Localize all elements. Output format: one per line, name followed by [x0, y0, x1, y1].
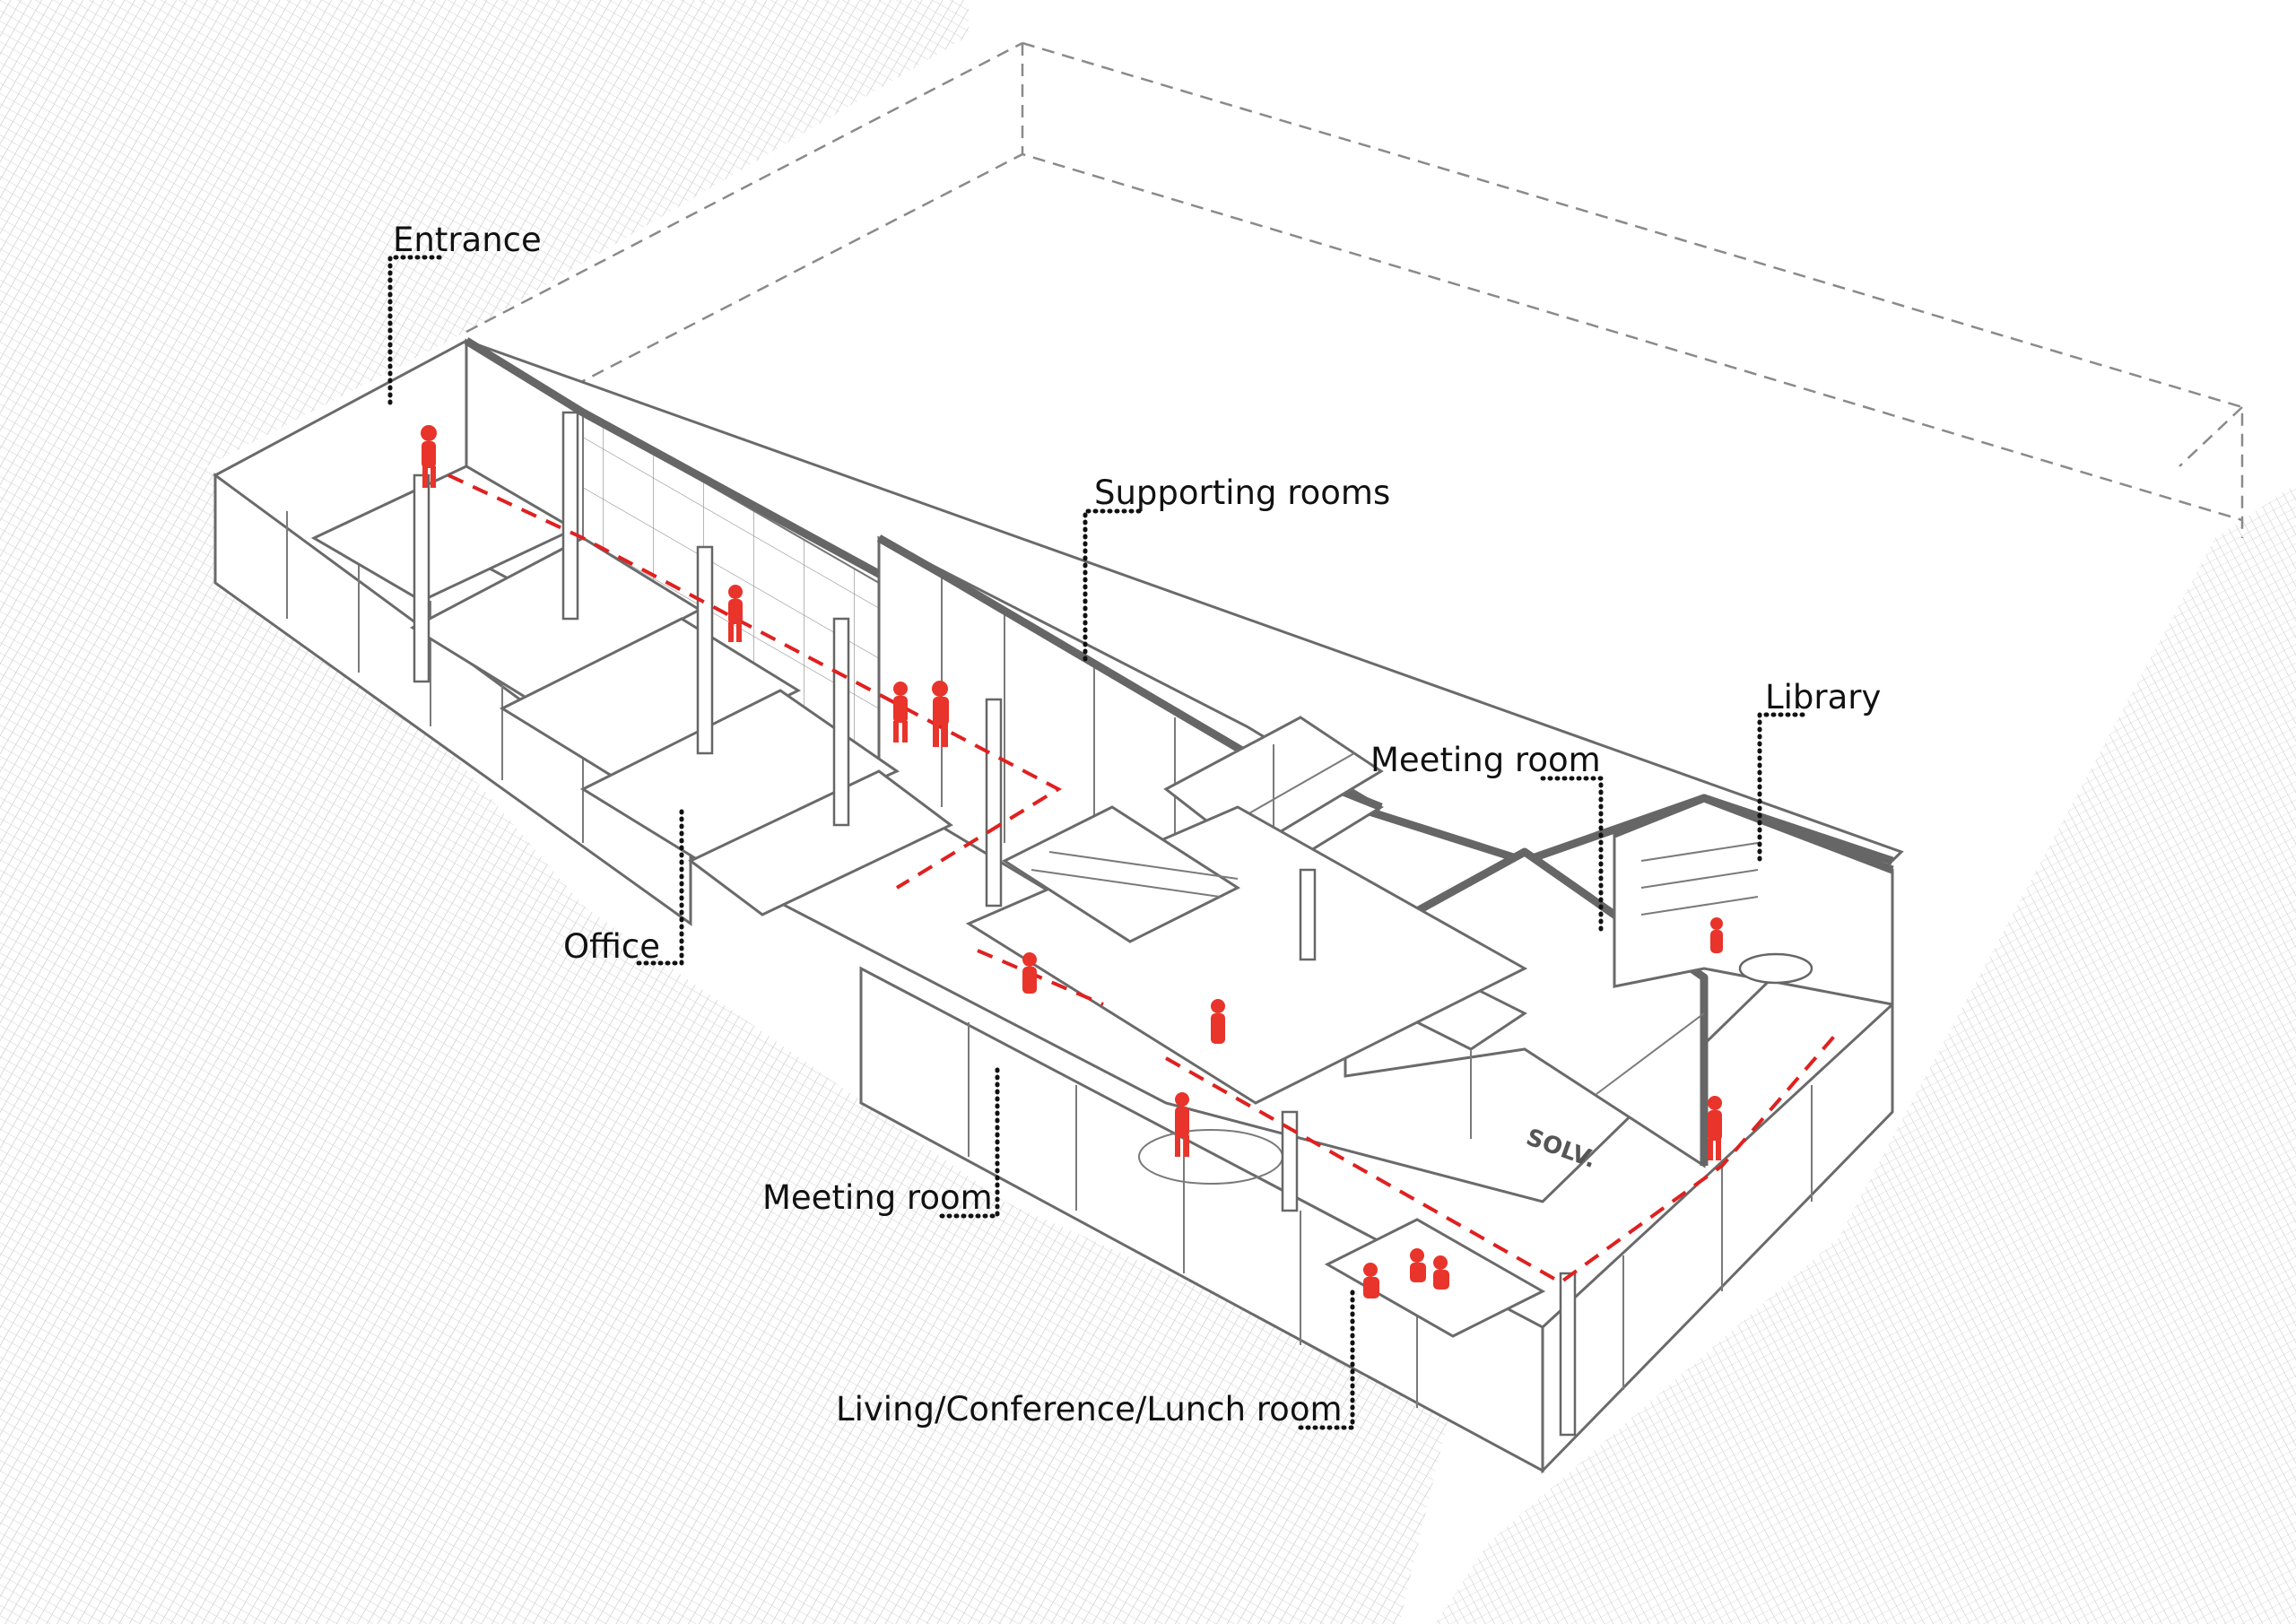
library-room [1613, 794, 1894, 1006]
label-text: Entrance [393, 221, 542, 259]
office-desks [310, 465, 953, 916]
label-text: Library [1765, 678, 1881, 716]
person-figure [932, 681, 949, 747]
columns [413, 411, 1577, 1437]
ghost-volume [465, 41, 2244, 538]
living-room [965, 805, 1546, 1338]
label-office: Office [563, 804, 684, 966]
person-figure [1175, 1092, 1189, 1157]
label-text: Supporting rooms [1094, 473, 1390, 512]
person-figure [1433, 1255, 1449, 1290]
label-entrance: Entrance [387, 221, 542, 406]
circulation-path [448, 473, 1840, 1285]
person-figure [1022, 952, 1037, 994]
person-figure [1363, 1263, 1379, 1298]
person-figure [421, 425, 437, 488]
label-library: Library [1757, 678, 1881, 864]
label-meeting-room-upper: Meeting room [1370, 741, 1604, 935]
people-figures [421, 425, 1723, 1298]
label-text: Office [563, 927, 660, 966]
person-figure [1211, 999, 1225, 1044]
person-figure [1708, 1096, 1722, 1160]
person-figure [893, 682, 908, 743]
person-figure [1410, 1248, 1426, 1282]
label-meeting-room-lower: Meeting room [762, 1064, 1000, 1219]
label-living-room: Living/Conference/Lunch room [836, 1289, 1355, 1430]
label-text: Meeting room [762, 1178, 993, 1217]
person-figure [1710, 917, 1723, 953]
person-figure [728, 585, 743, 642]
label-text: Living/Conference/Lunch room [836, 1390, 1343, 1429]
label-text: Meeting room [1370, 741, 1601, 779]
front-facade [213, 473, 1894, 1474]
label-supporting-rooms: Supporting rooms [1083, 473, 1390, 666]
